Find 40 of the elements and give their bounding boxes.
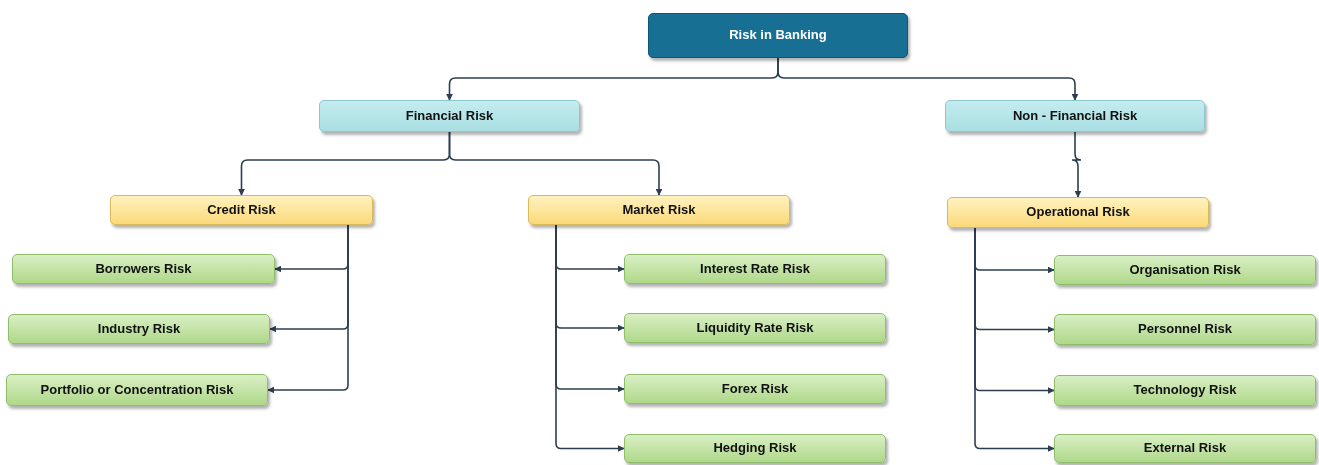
category-label: Interest Rate Risk: [700, 261, 810, 277]
category-box: [648, 13, 908, 58]
category-label: Risk in Banking: [729, 28, 827, 43]
category-label: Market Risk: [622, 202, 696, 218]
connector-arrow: [974, 227, 1055, 452]
connector-arrow: [555, 224, 625, 452]
category-label: Personnel Risk: [1138, 322, 1232, 337]
connector-arrow: [1071, 131, 1082, 198]
category-box: [947, 197, 1209, 228]
category-box: [110, 195, 373, 225]
category-label: Portfolio or Concentration Risk: [40, 382, 234, 398]
category-box: [624, 254, 886, 284]
category-box: [6, 374, 268, 406]
category-label: Financial Risk: [405, 108, 494, 124]
connector-arrow: [777, 57, 1079, 101]
category-box: [1054, 314, 1316, 345]
category-box: [1054, 434, 1316, 463]
category-box: [624, 434, 886, 463]
category-label: Forex Risk: [721, 381, 789, 397]
category-label: Operational Risk: [1026, 205, 1130, 220]
category-label: Organisation Risk: [1129, 262, 1241, 278]
category-box: [624, 313, 886, 343]
category-box: [624, 374, 886, 404]
category-label: Credit Risk: [207, 202, 276, 218]
category-label: Liquidity Rate Risk: [696, 320, 814, 336]
category-box: [8, 314, 270, 344]
category-box: [319, 100, 580, 132]
category-box: [1054, 255, 1316, 285]
category-box: [1054, 375, 1316, 406]
category-box: [12, 254, 275, 284]
category-box: [528, 195, 790, 225]
category-box: [945, 100, 1205, 132]
category-label: Hedging Risk: [713, 441, 797, 456]
category-label: External Risk: [1143, 441, 1227, 456]
connector-arrow: [267, 224, 349, 394]
category-label: Technology Risk: [1133, 383, 1237, 398]
connector-arrow: [448, 131, 663, 196]
category-label: Non - Financial Risk: [1012, 108, 1138, 124]
category-label: Borrowers Risk: [95, 261, 192, 277]
category-label: Industry Risk: [97, 321, 181, 337]
